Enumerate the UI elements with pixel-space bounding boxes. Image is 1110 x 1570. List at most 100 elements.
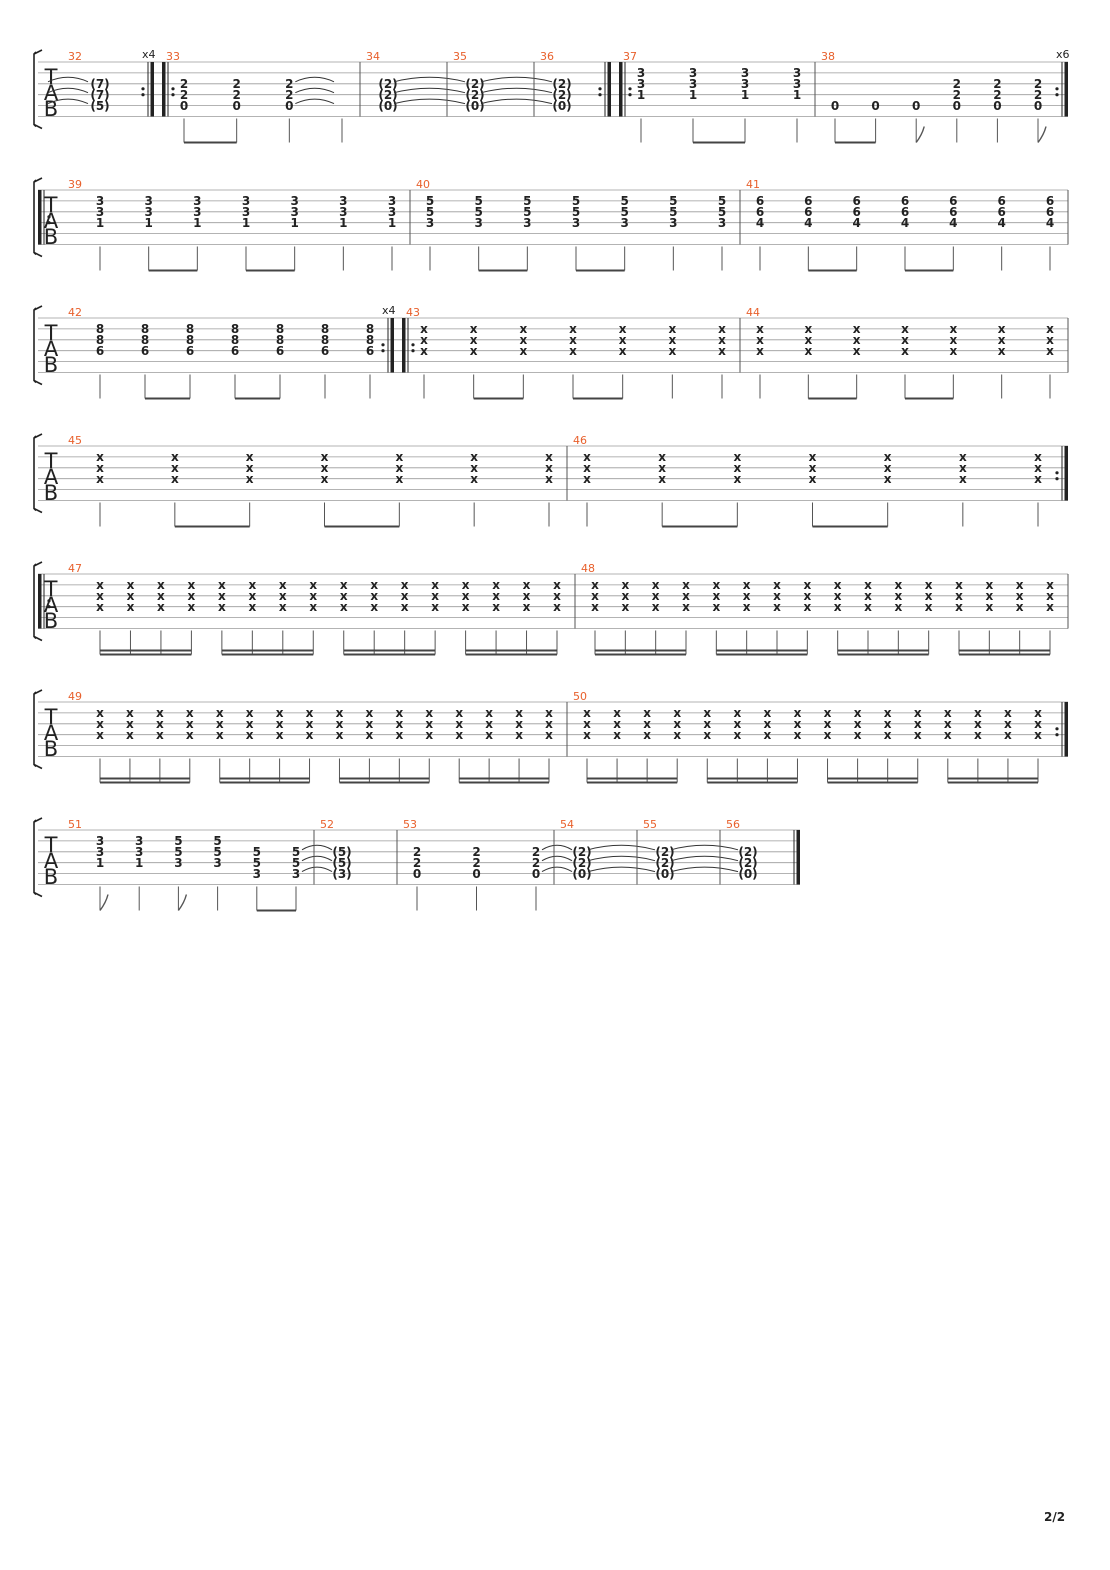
fret-number: (0) [572, 867, 591, 881]
fret-number: 6 [231, 344, 239, 358]
fret-number: x [1046, 578, 1054, 592]
fret-number: 6 [997, 205, 1005, 219]
tab-clef-letter: B [44, 225, 58, 249]
fret-number: 2 [472, 845, 480, 859]
fret-number: 6 [321, 344, 329, 358]
fret-number: x [156, 706, 164, 720]
tie-arc [587, 866, 656, 873]
fret-number: 2 [1034, 77, 1042, 91]
fret-number: 0 [532, 867, 540, 881]
fret-number: (2) [465, 77, 484, 91]
final-thick-bar [796, 830, 800, 885]
measure-number: 34 [366, 50, 380, 63]
fret-number: x [652, 600, 660, 614]
fret-number: x [803, 578, 811, 592]
fret-number: x [824, 706, 832, 720]
fret-number: x [321, 461, 329, 475]
fret-number: x [279, 600, 287, 614]
tie-arc [295, 98, 335, 105]
fret-number: x [127, 600, 135, 614]
fret-number: x [455, 717, 463, 731]
fret-number: x [1004, 717, 1012, 731]
system-bracket [33, 817, 43, 898]
fret-number: x [523, 589, 531, 603]
fret-number: x [658, 461, 666, 475]
fret-number: x [545, 717, 553, 731]
fret-number: (2) [655, 845, 674, 859]
fret-number: (5) [332, 856, 351, 870]
tab-clef-letter: T [44, 449, 58, 473]
fret-number: 2 [532, 845, 540, 859]
fret-number: 2 [180, 77, 188, 91]
fret-number: 3 [741, 66, 749, 80]
fret-number: x [621, 600, 629, 614]
fret-number: x [401, 600, 409, 614]
fret-number: x [668, 333, 676, 347]
fret-number: x [462, 589, 470, 603]
measure-number: 35 [453, 50, 467, 63]
fret-number: x [492, 600, 500, 614]
fret-number: x [643, 717, 651, 731]
fret-number: 1 [388, 216, 396, 230]
fret-number: x [431, 578, 439, 592]
fret-number: (0) [378, 99, 397, 113]
fret-number: 2 [993, 88, 1001, 102]
fret-number: x [431, 589, 439, 603]
fret-number: x [583, 450, 591, 464]
fret-number: x [764, 706, 772, 720]
fret-number: x [309, 578, 317, 592]
fret-number: x [306, 706, 314, 720]
fret-number: 3 [669, 216, 677, 230]
repeat-dot [47, 215, 51, 219]
fret-number: x [1046, 322, 1054, 336]
measure-number: 33 [166, 50, 180, 63]
fret-number: x [1004, 728, 1012, 742]
fret-number: 5 [669, 205, 677, 219]
fret-number: 3 [620, 216, 628, 230]
fret-number: 4 [901, 216, 909, 230]
system-bracket [33, 305, 43, 386]
tab-clef-letter: T [44, 193, 58, 217]
fret-number: 3 [96, 194, 104, 208]
fret-number: x [485, 706, 493, 720]
fret-number: x [470, 344, 478, 358]
fret-number: x [1016, 589, 1024, 603]
fret-number: x [794, 706, 802, 720]
fret-number: x [613, 706, 621, 720]
fret-number: 4 [804, 216, 812, 230]
fret-number: x [1046, 600, 1054, 614]
fret-number: 6 [96, 344, 104, 358]
fret-number: x [246, 728, 254, 742]
fret-number: 0 [413, 867, 421, 881]
fret-number: x [925, 600, 933, 614]
repeat-start-thick-bar [162, 62, 166, 117]
fret-number: x [712, 600, 720, 614]
fret-number: x [794, 717, 802, 731]
repeat-dot [1055, 727, 1059, 731]
repeat-dot [141, 87, 145, 91]
fret-number: 3 [135, 834, 143, 848]
fret-number: x [470, 461, 478, 475]
fret-number: x [425, 728, 433, 742]
fret-number: x [321, 472, 329, 486]
repeat-count: x4 [142, 48, 156, 61]
fret-number: 3 [193, 205, 201, 219]
fret-number: x [216, 728, 224, 742]
fret-number: x [218, 589, 226, 603]
tab-clef-letter: B [44, 97, 58, 121]
fret-number: x [804, 333, 812, 347]
fret-number: 1 [741, 88, 749, 102]
measure-number: 37 [623, 50, 637, 63]
system-bracket [33, 561, 43, 642]
fret-number: 0 [285, 99, 293, 113]
fret-number: x [126, 706, 134, 720]
repeat-dot [381, 349, 385, 353]
fret-number: x [682, 600, 690, 614]
fret-number: x [804, 322, 812, 336]
fret-number: x [156, 728, 164, 742]
measure-number: 56 [726, 818, 740, 831]
fret-number: x [306, 717, 314, 731]
fret-number: x [156, 717, 164, 731]
fret-number: 2 [532, 856, 540, 870]
fret-number: x [157, 600, 165, 614]
